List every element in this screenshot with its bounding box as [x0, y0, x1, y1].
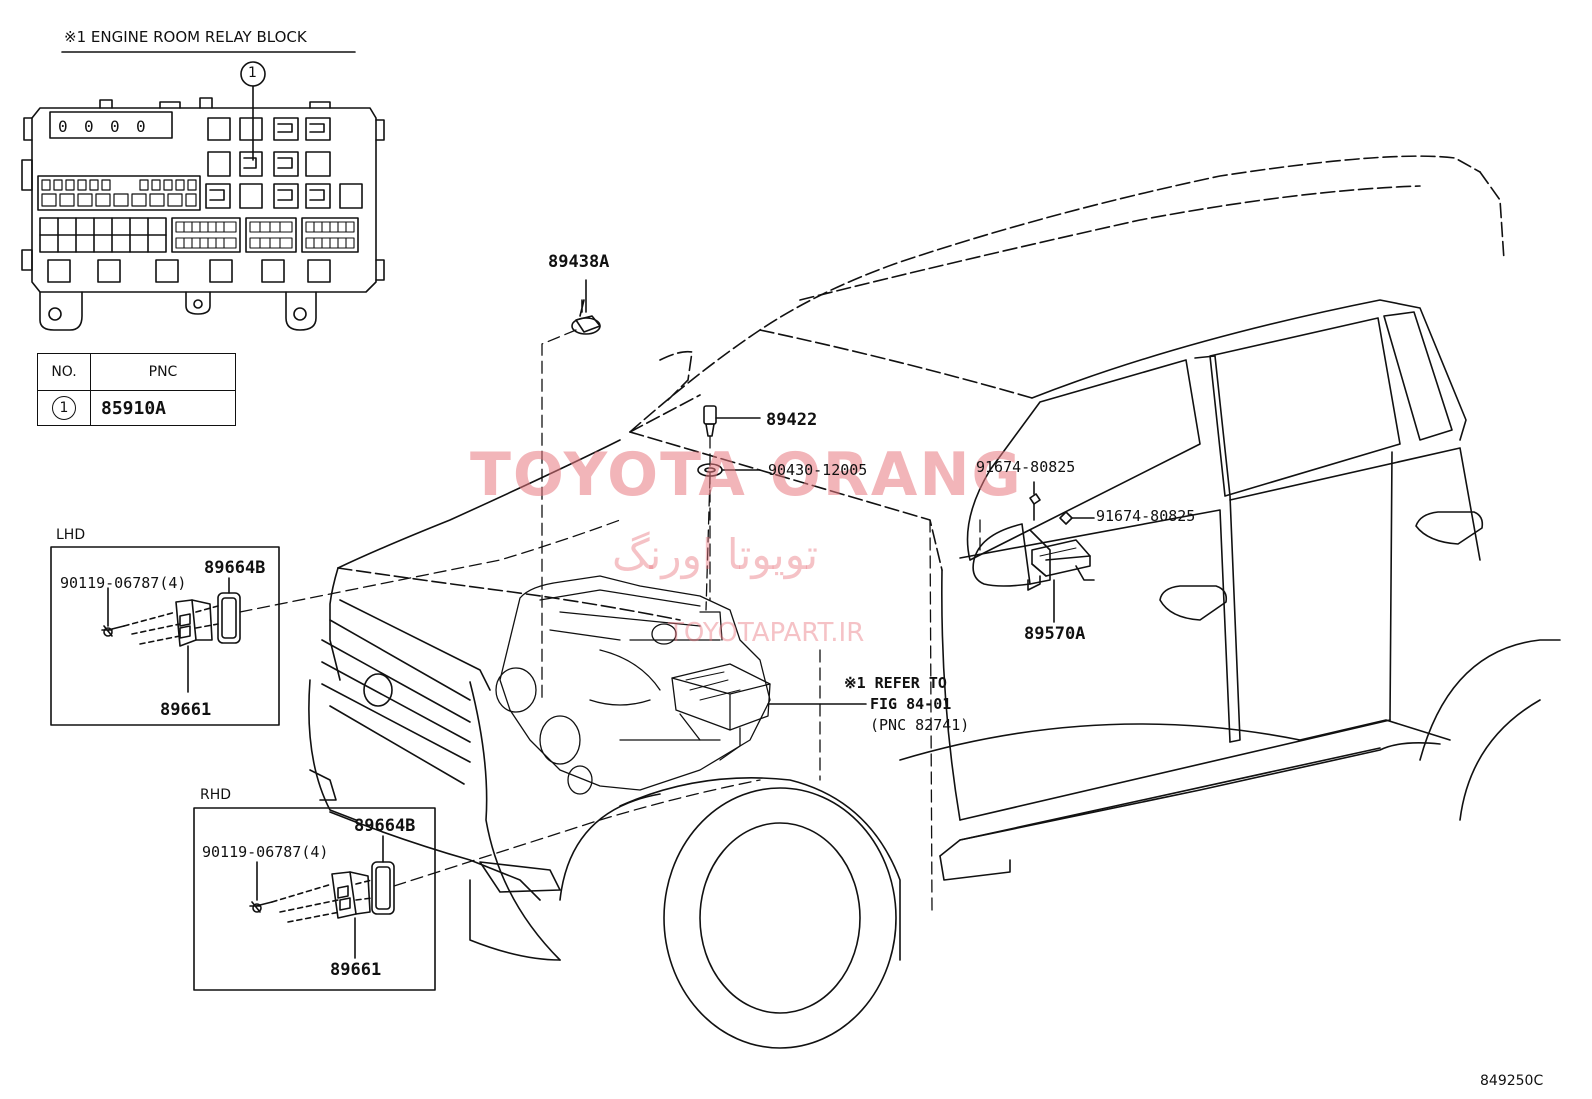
bolt-lower-part-number: 91674-80825 — [1096, 507, 1196, 525]
watermark-site: TOYOTAPART.IR — [668, 618, 865, 648]
leader-lines — [239, 329, 981, 911]
rhd-sensor-drawing — [249, 835, 395, 959]
oil-pressure-switch-drawing — [571, 279, 601, 335]
temp-sensor-part-number: 89422 — [766, 410, 818, 430]
pnc-table: NO. PNC 1 85910A — [37, 353, 236, 426]
lhd-box — [50, 546, 280, 726]
refer-note-line-3: (PNC 82741) — [870, 716, 970, 734]
rhd-screw-part-number: 90119-06787(4) — [202, 843, 329, 861]
pnc-table-cell-no: 1 — [37, 390, 91, 426]
pnc-row-number: 1 — [52, 396, 76, 420]
refer-note-line-1: ※1 REFER TO — [844, 674, 947, 692]
oil-switch-part-number: 89438A — [548, 252, 610, 272]
rhd-box — [193, 807, 436, 991]
vehicle-body — [308, 155, 1561, 1049]
rhd-label: RHD — [200, 787, 232, 803]
figure-code: 849250C — [1480, 1073, 1544, 1089]
gasket-part-number: 90430-12005 — [768, 461, 868, 479]
svg-text:0: 0 — [110, 117, 120, 136]
lhd-label: LHD — [56, 527, 86, 543]
rhd-sensor-part-number: 89661 — [330, 960, 382, 980]
temp-sensor-drawing — [703, 405, 761, 437]
lhd-cover-part-number: 89664B — [204, 558, 266, 578]
mirror-sensor-drawing — [1027, 481, 1095, 623]
pnc-table-cell-pnc: 85910A — [90, 390, 236, 426]
rhd-cover-part-number: 89664B — [354, 816, 416, 836]
watermark-brand: TOYOTA ORANG — [470, 440, 1023, 510]
lhd-sensor-part-number: 89661 — [160, 700, 212, 720]
relay-block-callout: 1 — [248, 65, 257, 81]
svg-text:0: 0 — [84, 117, 94, 136]
svg-text:0: 0 — [58, 117, 68, 136]
engine-drawing — [495, 575, 771, 795]
refer-note-line-2: FIG 84-01 — [870, 695, 952, 713]
relay-block-title: ※1 ENGINE ROOM RELAY BLOCK — [64, 28, 307, 46]
pnc-table-header-pnc: PNC — [90, 353, 236, 391]
pnc-table-header-no: NO. — [37, 353, 91, 391]
lhd-screw-part-number: 90119-06787(4) — [60, 574, 187, 592]
watermark-persian: تویوتا اورنگ — [612, 530, 819, 579]
bolt-upper-part-number: 91674-80825 — [976, 458, 1076, 476]
svg-text:0: 0 — [136, 117, 146, 136]
mirror-sensor-part-number: 89570A — [1024, 624, 1086, 644]
lhd-sensor-drawing — [101, 577, 241, 693]
